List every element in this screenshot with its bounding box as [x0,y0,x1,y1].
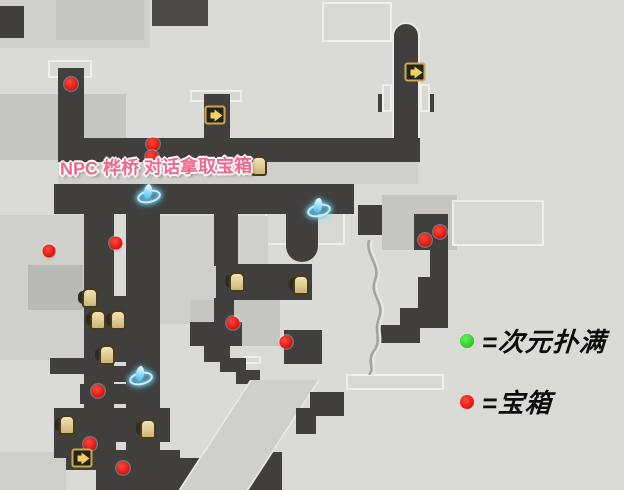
green-dot-icon [460,333,474,348]
treasure-chest-dot [146,137,160,151]
chest-icon [78,287,98,308]
map-block [152,0,208,26]
exit-chest-icon [404,62,426,82]
treasure-chest-dot [418,233,432,247]
map-block [322,2,392,42]
map-corridor [220,358,246,372]
legend-label: =宝箱 [480,388,554,418]
chest-icon [86,309,106,330]
map-corridor [400,308,448,328]
map-corridor [126,214,160,490]
dimension-pokkuri-icon [136,181,160,205]
chest-icon [95,344,115,365]
exit-chest-icon [71,448,93,468]
treasure-chest-dot [116,461,130,475]
map-corridor [214,214,238,266]
legend-label: =次元扑满 [480,327,608,357]
map-block [58,162,418,184]
map-block [0,6,24,38]
chest-icon [225,271,245,292]
cliff-edge [367,240,385,375]
legend: =次元扑满 =宝箱 [460,322,608,420]
treasure-chest-dot [433,225,447,239]
treasure-chest-dot [42,244,56,258]
npc-annotation: NPC 桦桥 对话拿取宝箱 [59,155,253,179]
map-block [382,84,392,112]
map-block [56,0,144,40]
treasure-chest-dot [279,335,293,349]
chest-icon [289,274,309,295]
map-corridor [100,326,160,344]
chest-icon [55,414,75,435]
dimension-pokkuri-icon [306,195,330,219]
map-corridor [96,450,180,490]
map-corridor [58,138,420,162]
treasure-chest-dot [91,384,105,398]
map-block [28,265,83,310]
map-block [0,452,66,490]
exit-chest-icon [204,105,226,125]
map-corridor [380,325,420,343]
map-block [346,374,444,390]
legend-item-dimension-pokkuri: =次元扑满 [460,322,608,359]
treasure-chest-dot [64,77,78,91]
map-block [420,84,430,112]
chest-icon [247,155,267,176]
chest-icon [136,418,156,439]
treasure-chest-dot [109,236,123,250]
treasure-chest-dot [83,437,97,451]
treasure-chest-dot [145,150,159,164]
legend-item-treasure-chest: =宝箱 [460,383,606,420]
dimension-pokkuri-icon [128,363,152,387]
map-corridor [418,277,444,310]
red-dot-icon [460,394,474,409]
map-block [452,200,544,246]
treasure-chest-dot [226,316,240,330]
map-block [358,205,382,235]
chest-icon [106,309,126,330]
map-corridor [296,408,316,434]
map-corridor [284,330,322,364]
